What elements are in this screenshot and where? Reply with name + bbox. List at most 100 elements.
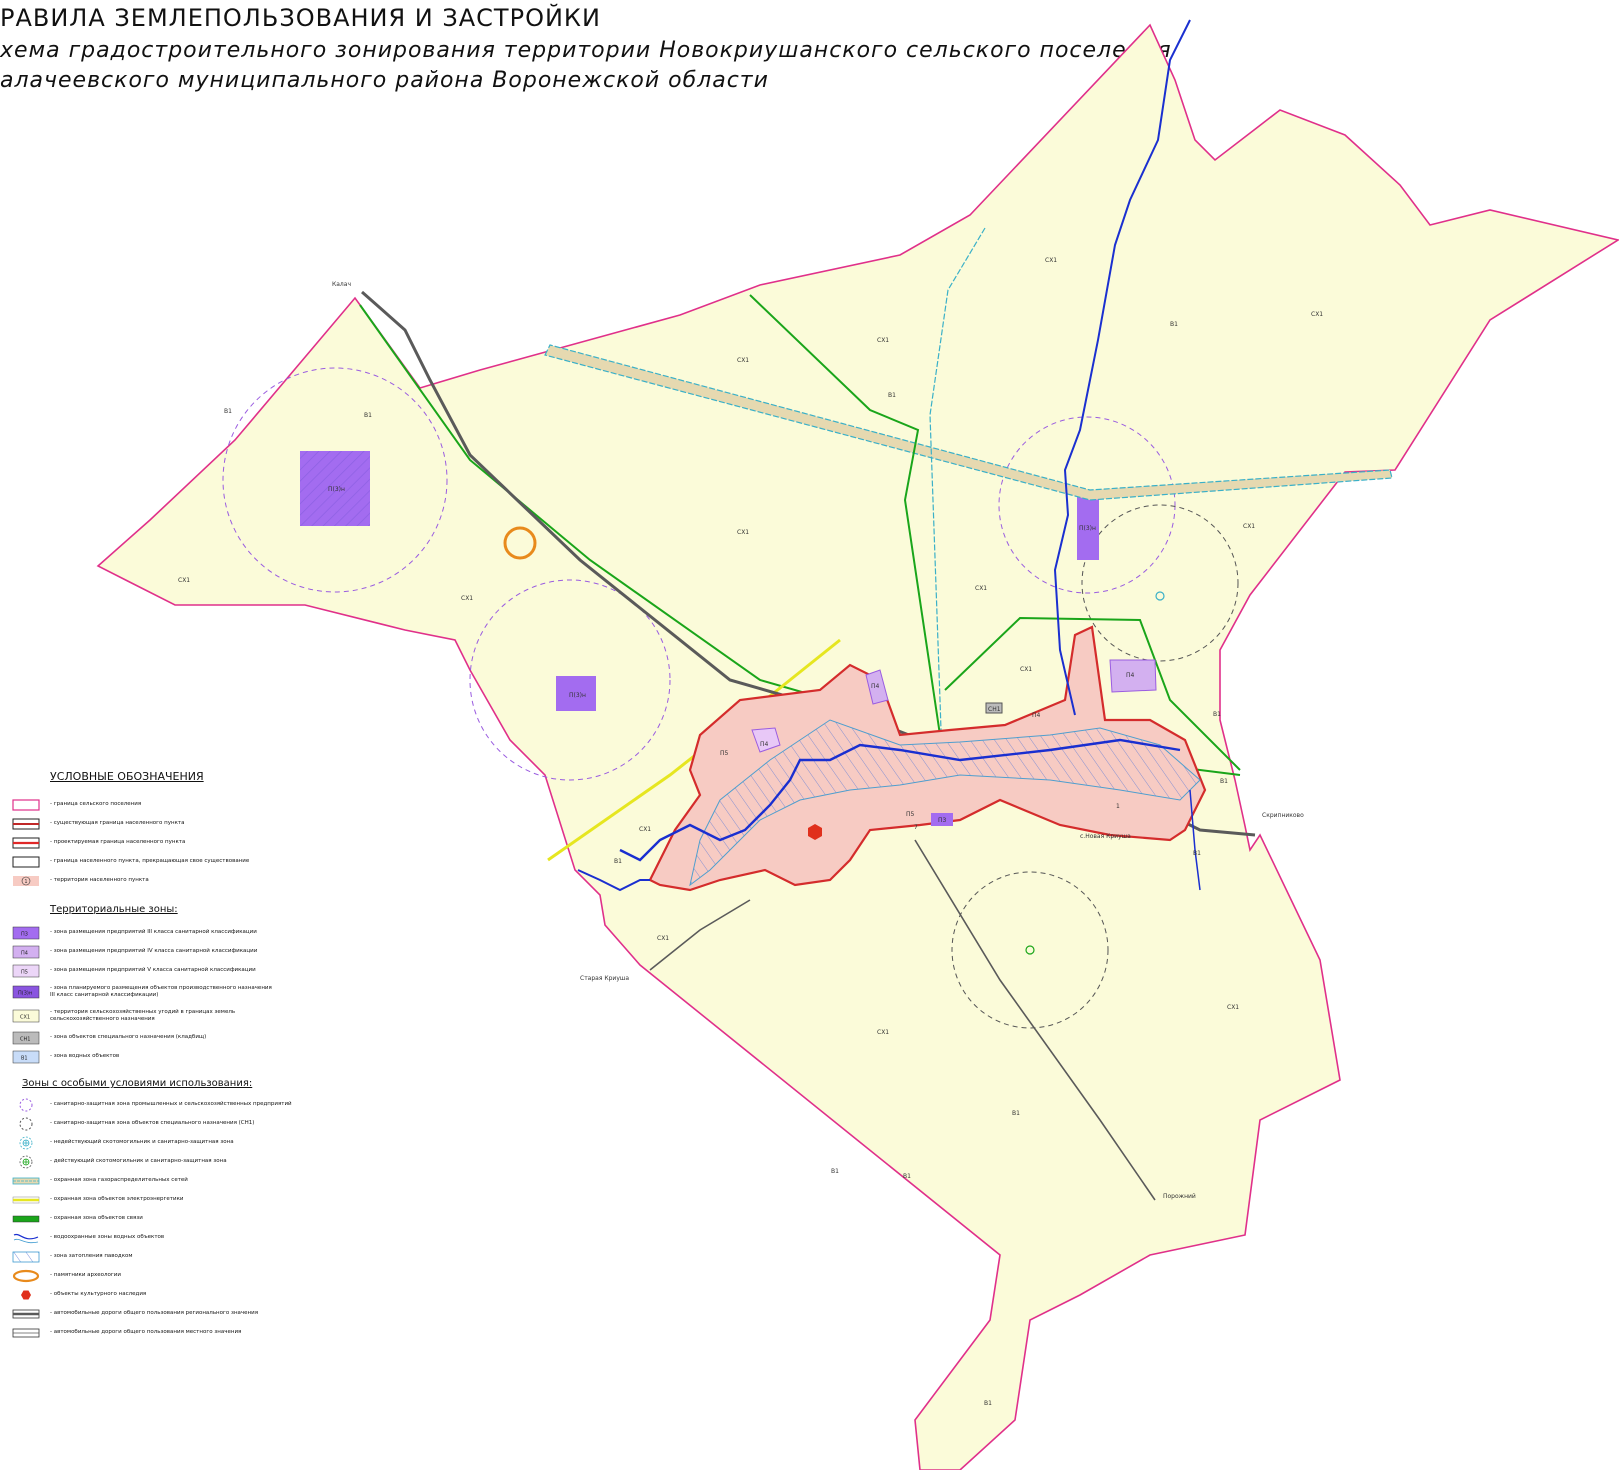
map-label-v1: В1	[1012, 1110, 1020, 1117]
legend-symbol-settlement: 1	[13, 875, 39, 886]
special-zone-sn1	[985, 702, 1003, 714]
gas-pipeline-branch	[929, 227, 986, 761]
map-title: РАВИЛА ЗЕМЛЕПОЛЬЗОВАНИЯ И ЗАСТРОЙКИ	[0, 4, 601, 32]
legend-symbol-text: 1	[24, 879, 27, 885]
map-label-cx1: СХ1	[737, 529, 749, 536]
legend-symbol-gas	[12, 1177, 40, 1184]
legend-label: - зона объектов специального назначения …	[50, 1034, 207, 1040]
legend-item: - зона затопления паводком	[8, 1247, 308, 1266]
legend-item: - автомобильные дороги общего пользовани…	[8, 1323, 308, 1342]
legend-label: - недействующий скотомогильник и санитар…	[50, 1139, 234, 1145]
legend-label: - водоохранные зоны водных объектов	[50, 1234, 165, 1240]
legend-label: - граница сельского поселения	[50, 801, 142, 807]
map-label-v1: В1	[614, 858, 622, 865]
map-label-v1: В1	[888, 392, 896, 399]
legend-label: - зона размещения предприятий III класса…	[50, 929, 257, 935]
legend-item: - санитарно-защитная зона промышленных и…	[8, 1095, 308, 1114]
map-label-p4: П4	[1126, 672, 1135, 679]
place-label-kalach: Калач	[332, 281, 351, 288]
map-label-cx1: СХ1	[657, 935, 669, 942]
local-road-staraya	[649, 899, 751, 971]
legend-item: - граница сельского поселения	[8, 795, 308, 814]
legend-item: - охранная зона газораспределительных се…	[8, 1171, 308, 1190]
legend-symbol-flood	[12, 1251, 40, 1262]
legend-symbol-inactive-burial	[19, 1136, 33, 1149]
planned-industrial-zone-w	[556, 676, 596, 711]
legend-symbol-p4: П4	[12, 945, 40, 958]
map-label-sn1: СН1	[988, 706, 1001, 713]
legend-item: - граница населенного пункта, прекращающ…	[8, 852, 308, 871]
legend-zones-heading: Территориальные зоны:	[50, 904, 178, 915]
river-north	[1053, 19, 1191, 716]
legend-item: - водоохранные зоны водных объектов	[8, 1228, 308, 1247]
legend-symbol-planned-industrial: П(3)н	[12, 985, 40, 999]
legend-symbol-text: П3	[21, 931, 28, 937]
map-label-pzh: П(3)н	[1079, 525, 1096, 532]
cattle-burial-inactive	[1155, 591, 1165, 601]
legend-label: - территория населенного пункта	[50, 877, 149, 883]
protection-circle-ne	[998, 416, 1176, 594]
planned-industrial-zone-nw-hatch	[300, 451, 370, 526]
map-label-cx1: СХ1	[877, 1029, 889, 1036]
map-label-v1: В1	[224, 408, 232, 415]
legend-label: - действующий скотомогильник и санитарно…	[50, 1158, 227, 1164]
legend-symbol-text: П5	[21, 969, 28, 975]
legend-label: - зона размещения предприятий IV класса …	[50, 948, 258, 954]
legend-item: - памятники археологии	[8, 1266, 308, 1285]
legend-symbol-text: П4	[21, 950, 28, 956]
protection-circle-w	[469, 579, 671, 781]
communication-line-2	[749, 294, 941, 736]
legend-special-heading: Зоны с особыми условиями использования:	[22, 1078, 253, 1089]
legend-symbol-text: СН1	[20, 1036, 30, 1042]
legend-label: - граница населенного пункта, прекращающ…	[50, 858, 250, 864]
legend-item: 1 - территория населенного пункта	[8, 871, 308, 890]
legend-symbol-regional-road	[12, 1309, 40, 1318]
industrial-zone-p3	[931, 813, 953, 826]
map-label-pzh: П(3)н	[569, 692, 586, 699]
map-label-v1: В1	[1193, 850, 1201, 857]
legend-item: П5 - зона размещения предприятий V класс…	[8, 961, 308, 980]
legend-label: - охранная зона объектов связи	[50, 1215, 143, 1221]
legend-symbol-local-road	[12, 1328, 40, 1337]
legend-item: - недействующий скотомогильник и санитар…	[8, 1133, 308, 1152]
cattle-burial-active	[1025, 945, 1035, 955]
legend-item: - автомобильные дороги общего пользовани…	[8, 1304, 308, 1323]
legend-symbol-text: В1	[21, 1055, 28, 1061]
map-label-cx1: СХ1	[461, 595, 473, 602]
legend-label-line-1: - зона планируемого размещения объектов …	[50, 985, 272, 991]
legend-label: - памятники археологии	[50, 1272, 121, 1278]
place-label-porozhnyi: Порожний	[1163, 1193, 1196, 1200]
legend-item: СН1 - зона объектов специального назначе…	[8, 1028, 308, 1047]
legend-symbol-heritage	[21, 1290, 31, 1299]
legend-label: - автомобильные дороги общего пользовани…	[50, 1310, 259, 1316]
legend-symbol-v1: В1	[12, 1050, 40, 1063]
legend-label: - охранная зона газораспределительных се…	[50, 1177, 188, 1183]
map-label-cx1: СХ1	[178, 577, 190, 584]
map-label-p5: П5	[720, 750, 729, 757]
map-label-cx1: СХ1	[1045, 257, 1057, 264]
legend-item: П(3)н - зона планируемого размещения объ…	[8, 980, 308, 1004]
map-label-cx1: СХ1	[1227, 1004, 1239, 1011]
legend-symbol-planned-border	[12, 837, 40, 848]
map-subtitle-line-1: хема градостроительного зонирования терр…	[0, 38, 1172, 63]
map-label-v1: В1	[1213, 711, 1221, 718]
place-label-staraya-kriusha: Старая Криуша	[580, 975, 629, 982]
gas-protection-corridor	[544, 344, 1393, 501]
place-label-skripnikovo: Скрипниково	[1262, 812, 1304, 819]
legend-label-line-1: - территория сельскохозяйственных угодий…	[50, 1009, 236, 1015]
legend-item: - действующий скотомогильник и санитарно…	[8, 1152, 308, 1171]
legend-label: - зона планируемого размещения объектов …	[50, 985, 272, 999]
map-label-seven: 7	[914, 824, 918, 831]
legend-item: - существующая граница населенного пункт…	[8, 814, 308, 833]
map-label-p4: П4	[760, 741, 769, 748]
legend-item: В1 - зона водных объектов	[8, 1047, 308, 1066]
cemetery-circle-s	[951, 871, 1109, 1029]
legend-label: - санитарно-защитная зона объектов специ…	[50, 1120, 255, 1126]
map-label-cx1: СХ1	[1243, 523, 1255, 530]
archaeology-monument	[503, 526, 537, 560]
legend: УСЛОВНЫЕ ОБОЗНАЧЕНИЯ - граница сельского…	[8, 770, 308, 1342]
legend-label-line-2: сельскохозяйственного назначения	[50, 1016, 155, 1022]
map-label-pzh: П(3)н	[328, 486, 345, 493]
legend-label: - существующая граница населенного пункт…	[50, 820, 185, 826]
